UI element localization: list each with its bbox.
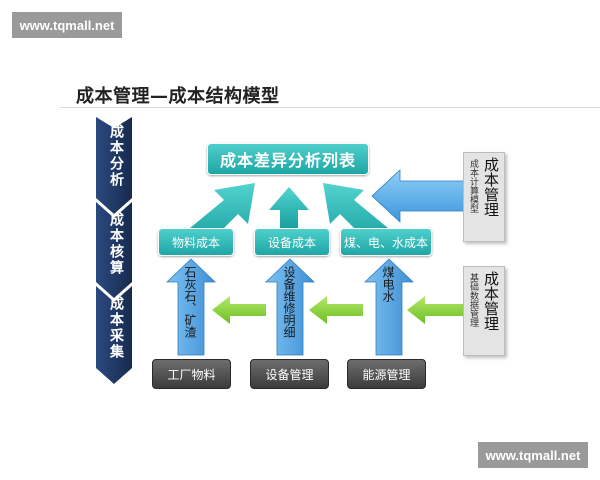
basic-data-mgmt-box: 基础数据管理 成本管理 (463, 266, 505, 356)
band-label-accounting: 成本核算 (108, 212, 124, 276)
up-arrow-label-materials: 石灰石、矿渣 (183, 266, 197, 338)
cost-calc-model-small: 成本计算模型 (468, 159, 478, 213)
band-label-collection: 成本采集 (108, 296, 124, 360)
green-arrow-3 (407, 296, 464, 324)
equipment-cost-box: 设备成本 (254, 228, 330, 256)
watermark-bottom: www.tqmall.net (478, 442, 588, 468)
green-arrow-1 (212, 296, 266, 324)
blue-arrow-right-top (371, 169, 471, 223)
band-label-analysis: 成本分析 (108, 124, 124, 188)
teal-arrow-middle (269, 187, 309, 228)
up-arrow-materials (166, 258, 216, 356)
green-arrow-2 (309, 296, 363, 324)
cost-calc-model-big: 成本管理 (482, 157, 500, 217)
cost-variance-box: 成本差异分析列表 (207, 143, 369, 175)
factory-materials-box: 工厂物料 (152, 359, 231, 389)
cost-calc-model-box: 成本计算模型 成本管理 (463, 152, 505, 242)
basic-data-mgmt-big: 成本管理 (482, 271, 500, 331)
up-arrow-label-energy: 煤电水 (381, 266, 395, 302)
material-cost-box: 物料成本 (158, 228, 234, 256)
equipment-management-box: 设备管理 (250, 359, 329, 389)
energy-management-box: 能源管理 (347, 359, 426, 389)
title-divider (60, 107, 600, 108)
up-arrow-equipment (265, 258, 315, 356)
band-segment-accounting (96, 202, 132, 298)
basic-data-mgmt-small: 基础数据管理 (468, 273, 478, 327)
up-arrow-energy (364, 258, 414, 356)
utility-cost-box: 煤、电、水成本 (340, 228, 432, 256)
page-title: 成本管理—成本结构模型 (76, 86, 280, 107)
watermark-top: www.tqmall.net (12, 12, 122, 38)
up-arrow-label-equipment: 设备维修明细 (282, 266, 296, 338)
band-segment-collection (96, 286, 132, 384)
band-segment-analysis (96, 117, 132, 214)
